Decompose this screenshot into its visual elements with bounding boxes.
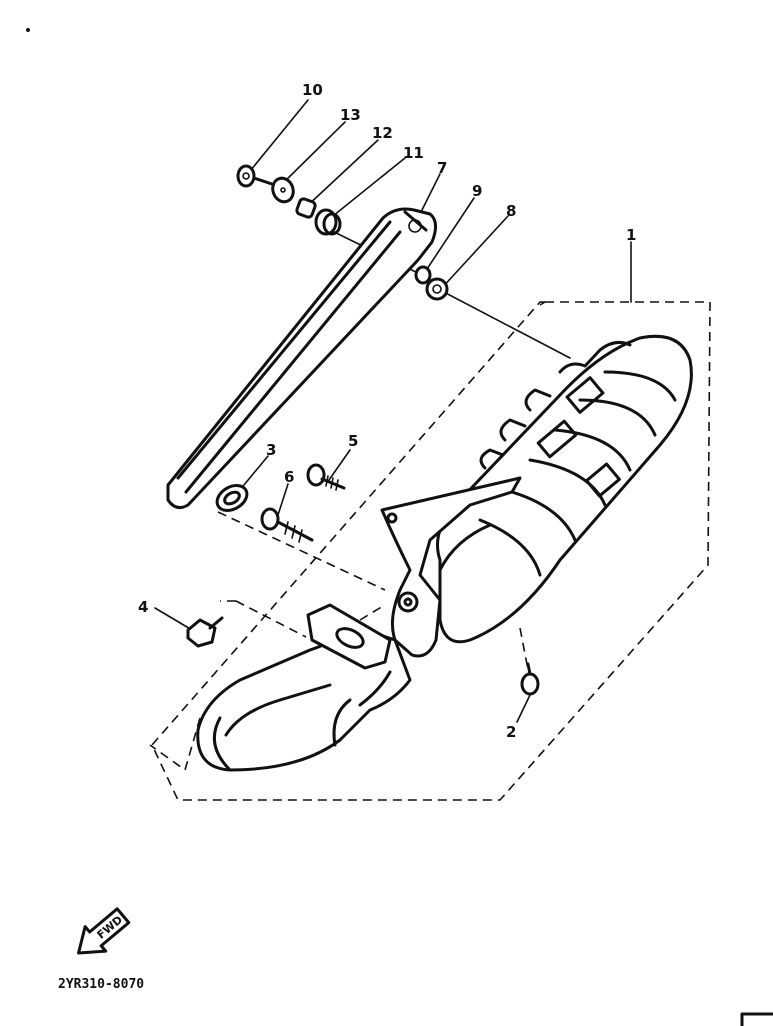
part-8-nut: [425, 277, 449, 301]
callout-6: 6: [284, 468, 294, 486]
part-12-collar: [295, 197, 317, 219]
corner-dot: [26, 28, 30, 32]
callout-4: 4: [138, 598, 148, 616]
part-10-bolt: [236, 164, 274, 188]
part-2-screw: [520, 662, 540, 696]
part-6-bolt: [260, 507, 314, 543]
callout-10: 10: [302, 81, 323, 99]
assembly-boundary: [151, 301, 711, 801]
callout-7: 7: [437, 159, 447, 177]
callout-leaders: [154, 99, 632, 723]
callout-2: 2: [506, 723, 516, 741]
part-5-bolt: [306, 463, 346, 491]
callout-11: 11: [403, 144, 424, 162]
callout-5: 5: [348, 432, 358, 450]
part-11-grommet: [314, 208, 342, 236]
corner-mark: [740, 1012, 773, 1026]
diagram-code: 2YR310-8070: [58, 977, 144, 992]
exhaust-pipe: [196, 603, 412, 772]
callout-9: 9: [472, 182, 482, 200]
callout-3: 3: [266, 441, 276, 459]
part-9-washer: [414, 265, 432, 285]
callout-1: 1: [626, 226, 636, 244]
muffler-assembly: [380, 334, 693, 658]
callout-8: 8: [506, 202, 516, 220]
callout-12: 12: [372, 124, 393, 142]
part-13-washer: [271, 176, 295, 204]
part-4-bolt: [186, 616, 224, 648]
leader-lines: [149, 301, 546, 772]
part-3-gasket: [215, 484, 249, 512]
forward-arrow-icon: FWD: [77, 907, 131, 955]
stay-bracket: [166, 207, 437, 510]
callout-13: 13: [340, 106, 361, 124]
